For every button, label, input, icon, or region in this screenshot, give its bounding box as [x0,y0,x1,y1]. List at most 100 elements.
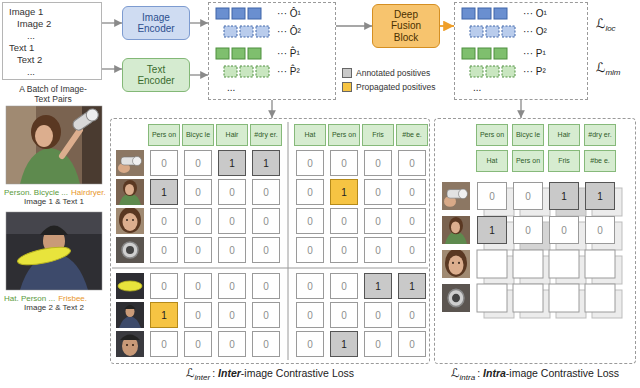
token-header: Pers on [328,124,360,146]
token-header: #be e. [396,124,428,146]
similarity-cell: 0 [252,237,280,263]
loss-name-group: ℒmlm [596,60,620,77]
cell-value: 0 [341,158,347,169]
cell-value: 0 [375,216,381,227]
token-label: Fris [558,157,570,164]
cell-value: 0 [161,216,167,227]
node-label: Deep Fusion Block [378,9,434,44]
similarity-cell: 0 [150,208,178,234]
photo-frame [6,106,102,184]
loss-title-part: ℒ [186,366,195,380]
cell-value: 0 [195,310,201,321]
loss-name: ℒ [596,60,605,75]
cell-value: 0 [561,225,567,236]
photo-frame [6,212,102,290]
image-text-batch: Image 1Image 2...Text 1Text 2...A Batch … [2,2,102,80]
cell-value: 0 [263,310,269,321]
cell-value: 0 [375,339,381,350]
flow-arrow [102,68,122,69]
cell-value: 1 [597,191,603,202]
token-header: #be e. [584,150,616,172]
token-label: Fris [372,131,384,138]
text-encoder-box: Text Encoder [122,58,190,92]
feature-label: ··· Ô¹ [277,7,335,21]
similarity-cell: 0 [398,237,426,263]
similarity-cell: 0 [364,179,392,205]
pair-label-group: Image 1 & Text 1 [6,197,102,206]
similarity-cell: 0 [296,302,324,328]
loss-title: ℒintra:Intra-image Contrastive Loss [435,366,635,382]
cell-value: 0 [409,158,415,169]
token-header: Fris [362,124,394,146]
similarity-cell: 0 [150,273,178,299]
cell-value: 0 [161,245,167,256]
loss-name: loc [605,24,615,33]
cell-value: 1 [489,225,495,236]
caption: Hat. Person ... [4,294,55,303]
feature-label: ··· P¹ [523,47,587,61]
loss-title-part: ℒ [451,366,460,380]
similarity-cell: 0 [296,150,324,176]
token-label: Hair [558,131,571,138]
token-label: Hair [226,131,239,138]
similarity-cell: 1 [585,182,615,210]
cell-value: 0 [229,216,235,227]
similarity-cell: 0 [150,331,178,357]
image-encoder-box: Image Encoder [122,6,190,40]
caption-group: Hat. Person ...Frisbee. [4,292,87,303]
similarity-cell: 0 [513,182,543,210]
similarity-cell: 1 [150,179,178,205]
token-header: Pers on [512,150,544,172]
feature-label: ... [473,81,587,95]
photo-image-1 [6,106,102,184]
cell-value: 0 [195,187,201,198]
pair-label-group: Image 2 & Text 2 [6,303,102,312]
token-label: #be e. [590,157,609,164]
cell-value: 0 [229,245,235,256]
similarity-cell: 0 [585,216,615,244]
flow-arrow [336,25,372,26]
similarity-cell: 0 [549,216,579,244]
cell-value: 0 [195,281,201,292]
token-header: Fris [548,150,580,172]
cell-value: 0 [409,339,415,350]
object-crops [116,150,470,357]
cell-value: 1 [375,281,381,292]
cell-value: 0 [229,310,235,321]
similarity-cell: 0 [296,208,324,234]
caption: Hairdryer. [71,188,106,197]
similarity-cell: 0 [513,216,543,244]
fused-features-box: ··· O¹··· O²··· P¹··· P²... [454,2,588,100]
similarity-cell: 0 [477,182,507,210]
loss-title: ℒinter:Inter-image Contrastive Loss [111,366,429,382]
batch-caption: A Batch of Image-Text Pairs [19,84,87,104]
loss-name: ℒ [596,16,605,31]
similarity-cell: 0 [184,302,212,328]
inter-image-loss-region: ℒinter:Inter-image Contrastive LossPers … [110,118,430,364]
loss-title-part: -image Contrastive Loss [241,367,354,379]
cell-value: 0 [263,281,269,292]
node-label: Image Encoder [130,12,182,35]
cell-value: 0 [195,245,201,256]
cell-value: 0 [161,158,167,169]
feature-label: ... [227,81,335,95]
cell-value: 0 [307,216,313,227]
similarity-cell: 0 [398,150,426,176]
batch-item: Text 2 [17,54,101,66]
cell-value: 1 [161,187,167,198]
cell-value: 0 [375,158,381,169]
similarity-cell: 0 [296,273,324,299]
cell-value: 0 [489,191,495,202]
similarity-cell: 1 [150,302,178,328]
similarity-cell: 1 [252,150,280,176]
similarity-cell: 0 [364,302,392,328]
similarity-cell: 0 [296,331,324,357]
cell-value: 0 [229,339,235,350]
similarity-cell: 0 [150,150,178,176]
similarity-cell: 0 [218,331,246,357]
token-header: Bicyc le [512,124,544,146]
similarity-cell: 1 [398,273,426,299]
cell-value: 0 [409,187,415,198]
token-label: Hat [305,131,316,138]
similarity-cell: 0 [218,237,246,263]
